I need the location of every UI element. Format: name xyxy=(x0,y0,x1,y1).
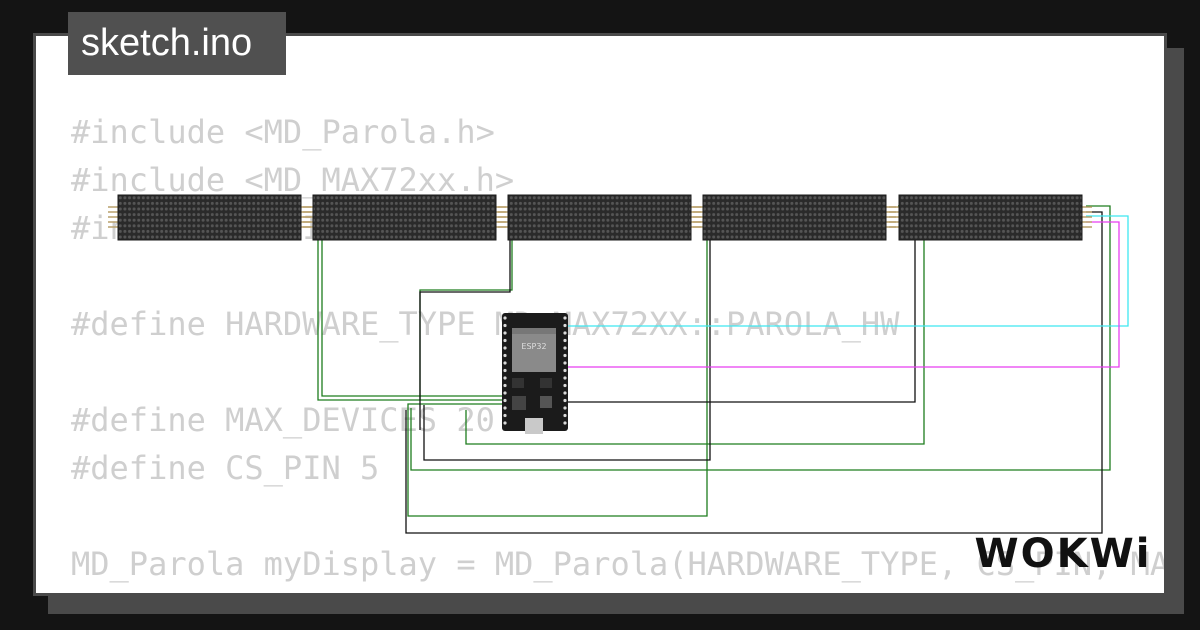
wire-black xyxy=(423,240,711,461)
matrix-module-2 xyxy=(303,194,506,241)
wire-magenta xyxy=(568,221,1120,368)
code-line: #define CS_PIN 5 xyxy=(71,449,380,487)
file-tab-label: sketch.ino xyxy=(81,22,253,64)
code-line: MD_Parola myDisplay = MD_Parola(HARDWARE… xyxy=(71,545,1164,583)
file-tab[interactable]: sketch.ino xyxy=(68,12,286,75)
code-line: #include <MD_Parola.h> xyxy=(71,113,495,151)
wokwi-logo-text: WOKWi xyxy=(975,531,1152,577)
matrix-module-3 xyxy=(498,194,701,241)
wire-green xyxy=(410,205,1111,471)
esp32-board[interactable]: ESP32 xyxy=(502,313,568,434)
wire-black xyxy=(568,238,916,403)
matrix-module-1 xyxy=(108,194,311,241)
wire-green xyxy=(317,222,502,401)
code-line: #include <MD_MAX72xx.h> xyxy=(71,161,515,199)
esp32-label: ESP32 xyxy=(521,342,546,351)
matrix-module-4 xyxy=(693,194,896,241)
wire-black xyxy=(405,211,1103,534)
wokwi-logo[interactable]: WOKWi xyxy=(975,531,1152,577)
wire-black xyxy=(419,240,511,430)
matrix-module-5 xyxy=(889,194,1092,241)
code-line: #define MAX_DEVICES 20 xyxy=(71,401,495,439)
wires xyxy=(317,205,1129,534)
wire-cyan xyxy=(568,215,1129,327)
wire-green xyxy=(407,210,708,517)
led-matrix-chain xyxy=(108,194,1092,241)
wire-green xyxy=(321,228,502,397)
